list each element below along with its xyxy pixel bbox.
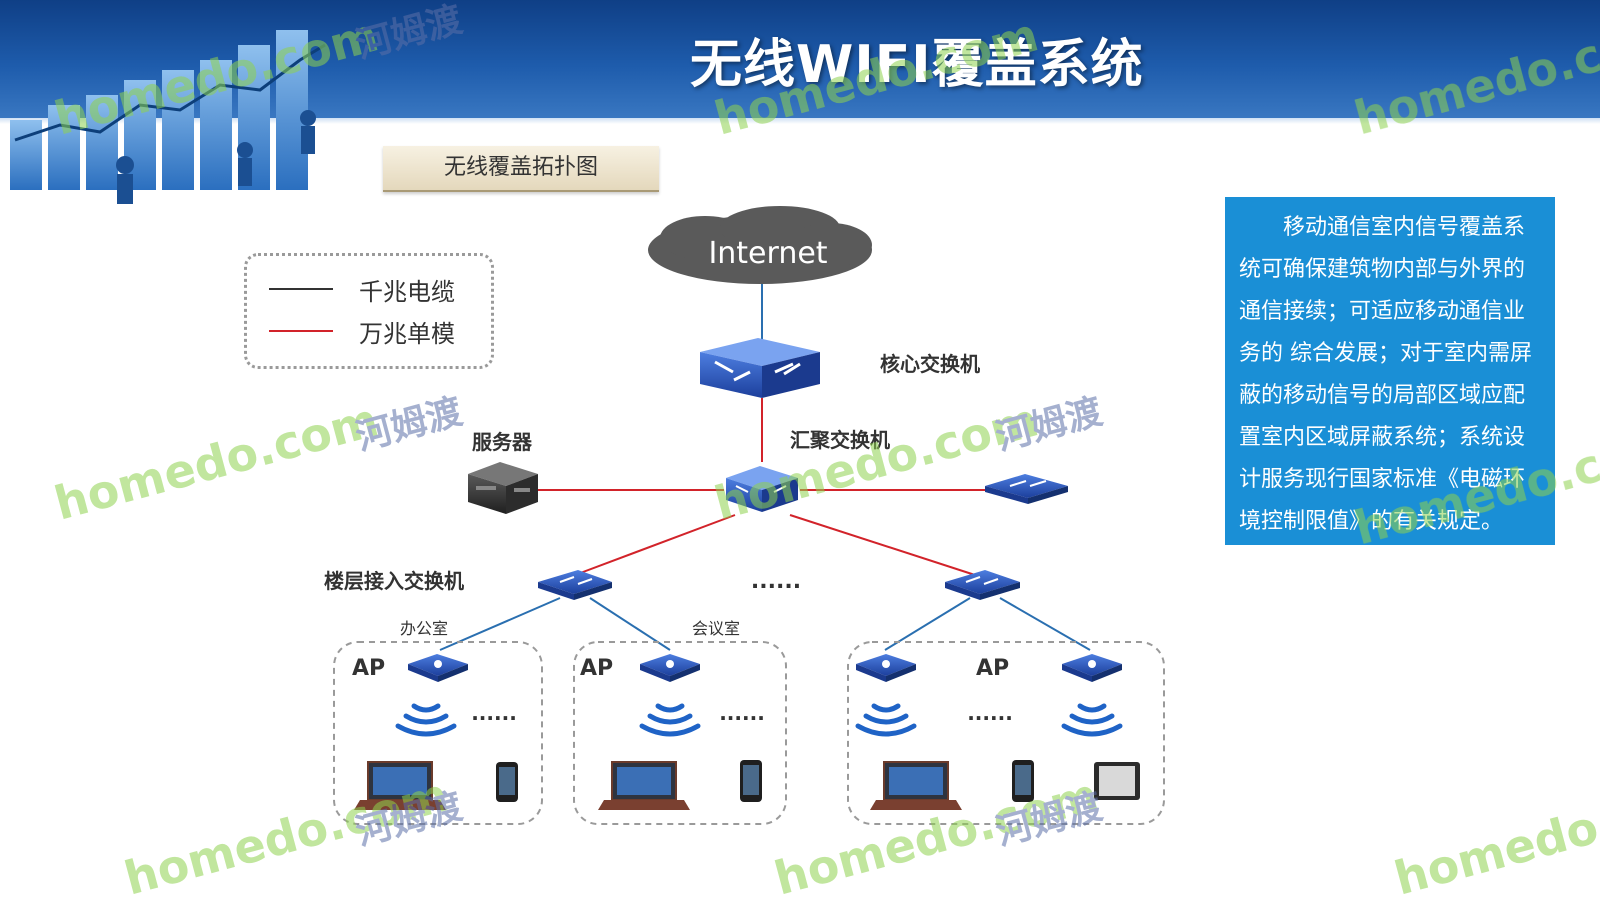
switch-ellipsis: ...... xyxy=(751,569,801,594)
floor-switch-label: 楼层接入交换机 xyxy=(324,569,464,593)
legend-item-gigabit: 千兆电缆 xyxy=(269,274,455,306)
room-meeting-label: 会议室 xyxy=(692,619,740,638)
link-floor2-ap4 xyxy=(999,597,1091,651)
internet-label: Internet xyxy=(708,236,827,271)
room-office-label: 办公室 xyxy=(400,619,448,638)
laptop-icon xyxy=(870,761,962,810)
wifi-signal-icon xyxy=(855,703,917,737)
link-aggregation-floor2 xyxy=(789,514,976,576)
ap-label: AP xyxy=(580,656,613,681)
legend-item-tengig: 万兆单模 xyxy=(269,316,455,348)
wifi-signal-icon xyxy=(395,703,457,737)
access-point-icon xyxy=(408,654,468,682)
legend-label-tengig: 万兆单模 xyxy=(359,319,455,348)
laptop-icon xyxy=(598,761,690,810)
ap-label: AP xyxy=(352,656,385,681)
legend-label-gigabit: 千兆电缆 xyxy=(359,277,455,306)
tablet-icon xyxy=(1094,762,1140,800)
aggregation-switch-label: 汇聚交换机 xyxy=(790,428,890,452)
access-point-icon xyxy=(856,654,916,682)
device-ellipsis: ...... xyxy=(719,701,765,725)
aggregation-switch-icon xyxy=(726,466,798,512)
access-point-icon xyxy=(640,654,700,682)
ap-label: AP xyxy=(976,656,1009,681)
core-switch-label: 核心交换机 xyxy=(880,352,980,376)
floor-switch-icon xyxy=(538,570,612,600)
legend: 千兆电缆 万兆单模 xyxy=(244,253,494,369)
header-divider xyxy=(0,118,1600,124)
info-description-box: 移动通信室内信号覆盖系统可确保建筑物内部与外界的通信接续；可适应移动通信业务的 … xyxy=(1225,197,1555,545)
laptop-icon xyxy=(354,761,446,810)
diagram-subtitle: 无线覆盖拓扑图 xyxy=(383,146,659,192)
room-zone-3 xyxy=(847,641,1165,825)
room-zone-office xyxy=(333,641,543,825)
smartphone-icon xyxy=(1012,760,1034,802)
server-label: 服务器 xyxy=(472,430,533,454)
device-ellipsis: ...... xyxy=(471,701,517,725)
access-point-icon xyxy=(1062,654,1122,682)
link-aggregation-floor1 xyxy=(574,514,736,576)
floor-switch-icon xyxy=(945,570,1020,600)
wifi-signal-icon xyxy=(1061,703,1123,737)
business-growth-illustration xyxy=(10,30,326,204)
slide-title: 无线WIFI覆盖系统 xyxy=(690,35,1144,95)
legend-line-gigabit xyxy=(269,288,333,290)
legend-line-tengig xyxy=(269,330,333,332)
server-icon xyxy=(468,462,538,514)
smartphone-icon xyxy=(496,762,518,802)
switch-icon xyxy=(985,474,1068,504)
room-zone-meeting xyxy=(573,641,787,825)
core-switch-icon xyxy=(700,338,820,398)
smartphone-icon xyxy=(740,760,762,802)
wifi-signal-icon xyxy=(639,703,701,737)
internet-cloud: Internet xyxy=(648,206,872,284)
device-ellipsis: ...... xyxy=(967,701,1013,725)
